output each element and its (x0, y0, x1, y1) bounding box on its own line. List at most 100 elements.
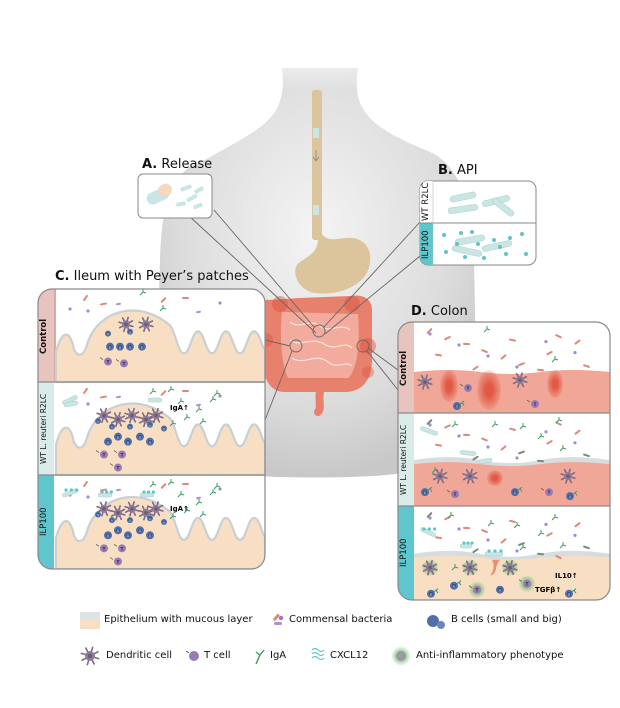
svg-text:B: B (111, 425, 113, 429)
svg-text:B: B (97, 513, 99, 517)
bacterium (537, 368, 544, 372)
panel-b-row-wt-label: WT R2LC (421, 182, 431, 221)
b-cell: B (161, 425, 167, 432)
svg-text:B: B (163, 521, 165, 525)
stomach (295, 234, 371, 294)
iga-antibody (167, 479, 175, 486)
legend-item-commensal-bacteria: Commensal bacteria (289, 614, 392, 625)
svg-text:B: B (514, 491, 516, 495)
inflamed-crypt (440, 370, 458, 403)
bacterium (500, 354, 507, 360)
svg-text:B: B (139, 435, 141, 439)
legend-item-b-cells: B cells (small and big) (451, 614, 562, 625)
legend-label: Anti-inflammatory phenotype (416, 650, 564, 661)
bacterium (481, 529, 488, 534)
svg-text:B: B (149, 517, 151, 521)
dendritic-cell (124, 407, 140, 424)
bacterium (426, 328, 433, 334)
panel-a-box (137, 173, 213, 219)
bacterium (182, 390, 189, 392)
bacterium (481, 349, 488, 354)
panel-b-title: B. API (438, 163, 478, 178)
b-cell: B (138, 342, 146, 351)
svg-text:T: T (548, 490, 551, 496)
cxcl12-molecule (422, 527, 426, 531)
iga-antibody (183, 507, 191, 514)
cxcl12-molecule (109, 490, 113, 494)
b-cell: B (127, 328, 133, 335)
bacterium (583, 453, 590, 458)
iga-antibody (551, 514, 559, 521)
iga-antibody (169, 420, 177, 427)
iga-antibody (551, 356, 559, 363)
bacterium (583, 364, 590, 368)
svg-text:B: B (97, 420, 99, 424)
bacterium (573, 533, 577, 538)
bacterium (426, 419, 433, 425)
b-cell: B (147, 421, 153, 428)
bacterium (444, 424, 451, 429)
iga-antibody (559, 445, 567, 452)
bacterium (515, 456, 519, 460)
iga-antibody (149, 481, 157, 488)
svg-text:B: B (117, 529, 119, 533)
b-cell: B (124, 531, 132, 540)
bacterium (196, 496, 201, 500)
cxcl12-molecule (69, 488, 73, 492)
t-cell: T (99, 357, 112, 366)
bacterium (428, 423, 432, 427)
svg-text:B: B (111, 519, 113, 523)
cxcl12-molecule (493, 549, 497, 553)
cxcl12-molecule (100, 490, 104, 494)
bacterium (116, 395, 121, 399)
svg-text:B: B (430, 592, 432, 596)
inflamed-crypt (547, 370, 563, 399)
bacterium (472, 548, 479, 554)
panel-b-row-ilp-label: ILP100 (421, 230, 431, 259)
svg-text:T: T (476, 588, 479, 594)
bacterium (555, 555, 562, 560)
dendritic-cell (421, 558, 439, 577)
panel-b-letter: B. (438, 163, 453, 178)
b-cell: B (161, 519, 167, 525)
bacterium (472, 365, 479, 371)
legend-label: B cells (small and big) (451, 614, 562, 625)
dendritic-cell (148, 407, 164, 424)
cxcl12-icon (311, 647, 325, 661)
b-cell: B (146, 437, 154, 446)
legend-label: Commensal bacteria (289, 614, 393, 625)
bacterium (100, 395, 107, 399)
bacterium (544, 430, 548, 434)
dendritic-cell (118, 316, 134, 333)
panel-c-row-control-label: Control (39, 318, 49, 354)
bacterium (463, 342, 470, 346)
svg-text:T: T (526, 582, 529, 588)
bacterium (515, 365, 519, 369)
b-cell: B (109, 517, 115, 524)
dendritic-cell (110, 505, 126, 521)
b-cell: B (511, 486, 523, 497)
b-cell: B (95, 418, 101, 425)
bacterium (574, 522, 581, 528)
svg-text:B: B (141, 345, 143, 349)
cxcl12-molecule (64, 488, 68, 492)
b-cell: B (566, 490, 578, 501)
b-cell: B (124, 437, 132, 446)
panel-c-wt-annotation: IgA↑ (170, 404, 189, 412)
b-cell: B (127, 517, 133, 524)
bacterium (86, 402, 90, 406)
legend-item-cxcl12: CXCL12 (330, 650, 368, 661)
panel-c-row-wt-label: WT L. reuteri R2LC (39, 393, 48, 465)
dendritic-cell (501, 558, 519, 577)
l-reuteri-bacterium (459, 450, 477, 456)
bacterium (544, 522, 548, 527)
t-cell: T (113, 450, 126, 459)
b-cell: B (105, 330, 111, 337)
iga-icon (255, 649, 265, 665)
svg-text:B: B (107, 440, 109, 444)
panel-d-letter: D. (411, 304, 427, 319)
bacterium (182, 297, 189, 299)
